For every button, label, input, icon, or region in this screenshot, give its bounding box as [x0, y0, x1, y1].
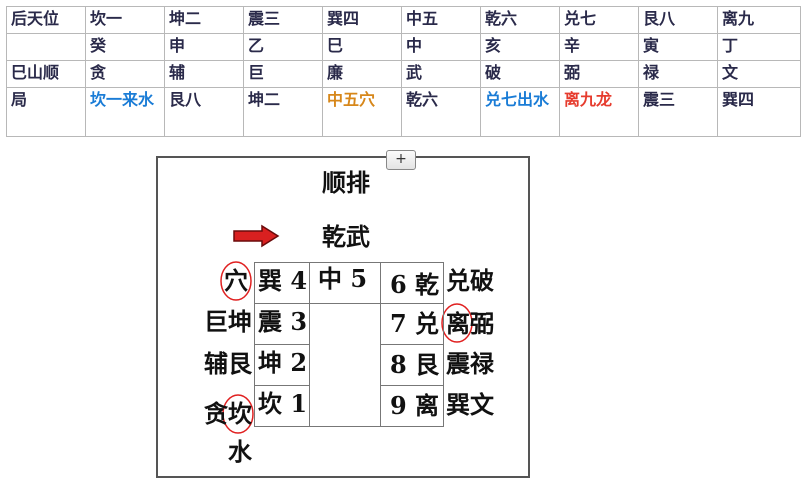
table-cell: 坤二 [164, 6, 244, 34]
table-cell: 乾六 [480, 6, 560, 34]
table-cell: 乙 [243, 33, 323, 61]
grid-center-label: 中 5 [318, 264, 368, 293]
grid-label: 7 兑 [390, 309, 440, 338]
table-cell: 巨 [243, 60, 323, 88]
right-label: 离弼 [446, 309, 494, 338]
table-row-ju: 局 坎一来水 艮八 坤二 中五穴 乾六 兑七出水 离九龙 震三 巽四 [6, 87, 801, 137]
table-cell: 局 [6, 87, 86, 137]
circle-mark-icon [220, 261, 252, 301]
table-cell: 坎一 [85, 6, 165, 34]
left-label: 巨坤 [204, 307, 252, 336]
table-cell-highlight: 中五穴 [322, 87, 402, 137]
circle-mark-icon [222, 394, 254, 434]
right-label: 巽文 [446, 390, 494, 419]
table-cell-highlight: 坎一来水 [85, 87, 165, 137]
diagram-graphics [220, 224, 473, 434]
table-cell: 后天位 [6, 6, 86, 34]
table-cell: 贪 [85, 60, 165, 88]
grid-label: 8 艮 [390, 350, 440, 379]
diagram-title: 顺排 [322, 168, 370, 197]
grid-label: 巽 4 [258, 266, 308, 295]
table-cell-highlight: 离九龙 [559, 87, 639, 137]
left-label: 水 [228, 437, 252, 466]
table-cell: 寅 [638, 33, 718, 61]
table-cell: 兑七 [559, 6, 639, 34]
right-label: 震禄 [446, 349, 494, 378]
table-cell: 辛 [559, 33, 639, 61]
diagram-subtitle: 乾武 [322, 222, 370, 251]
circle-mark-icon [441, 303, 473, 343]
table-cell: 辅 [164, 60, 244, 88]
grid-label: 6 乾 [390, 270, 440, 299]
star-mapping-table: 后天位 坎一 坤二 震三 巽四 中五 乾六 兑七 艮八 离九 癸 申 乙 巳 中… [6, 6, 801, 137]
grid-label: 震 3 [258, 307, 308, 336]
left-label: 贪坎 [204, 399, 252, 428]
table-cell: 巽四 [717, 87, 801, 137]
grid-label: 坎 1 [258, 389, 308, 418]
table-cell: 武 [401, 60, 481, 88]
table-cell: 破 [480, 60, 560, 88]
table-cell: 亥 [480, 33, 560, 61]
table-cell: 申 [164, 33, 244, 61]
grid-cell-li [380, 385, 444, 427]
diagram-top-border [158, 156, 528, 158]
table-row-stars: 巳山顺 贪 辅 巨 廉 武 破 弼 禄 文 [6, 60, 801, 88]
table-cell: 震三 [243, 6, 323, 34]
grid-cell-center-lower [309, 303, 381, 427]
table-cell-highlight: 兑七出水 [480, 87, 560, 137]
table-cell: 艮八 [638, 6, 718, 34]
left-label: 穴 [224, 266, 248, 295]
table-cell: 中五 [401, 6, 481, 34]
table-row-houtian: 后天位 坎一 坤二 震三 巽四 中五 乾六 兑七 艮八 离九 [6, 6, 801, 34]
grid-label: 坤 2 [258, 348, 308, 377]
table-cell: 巽四 [322, 6, 402, 34]
table-cell: 文 [717, 60, 801, 88]
table-cell: 乾六 [401, 87, 481, 137]
table-cell: 中 [401, 33, 481, 61]
red-arrow-icon [233, 224, 280, 248]
table-cell: 巳 [322, 33, 402, 61]
flying-star-diagram: 顺排 乾武 穴 巨坤 辅艮 贪坎 水 巽 4 震 3 坤 2 坎 1 中 5 6… [156, 156, 530, 478]
table-cell: 丁 [717, 33, 801, 61]
grid-label: 9 离 [390, 391, 440, 420]
table-cell: 震三 [638, 87, 718, 137]
table-cell: 艮八 [164, 87, 244, 137]
table-row-branches: 癸 申 乙 巳 中 亥 辛 寅 丁 [6, 33, 801, 61]
table-cell [6, 33, 86, 61]
table-cell: 廉 [322, 60, 402, 88]
table-cell: 离九 [717, 6, 801, 34]
right-label: 兑破 [446, 266, 494, 295]
table-cell: 癸 [85, 33, 165, 61]
expand-image-button[interactable]: + [386, 150, 416, 170]
table-cell: 坤二 [243, 87, 323, 137]
table-cell: 弼 [559, 60, 639, 88]
grid-cell-kan [254, 385, 310, 427]
table-cell: 禄 [638, 60, 718, 88]
table-cell: 巳山顺 [6, 60, 86, 88]
left-label: 辅艮 [204, 349, 252, 378]
